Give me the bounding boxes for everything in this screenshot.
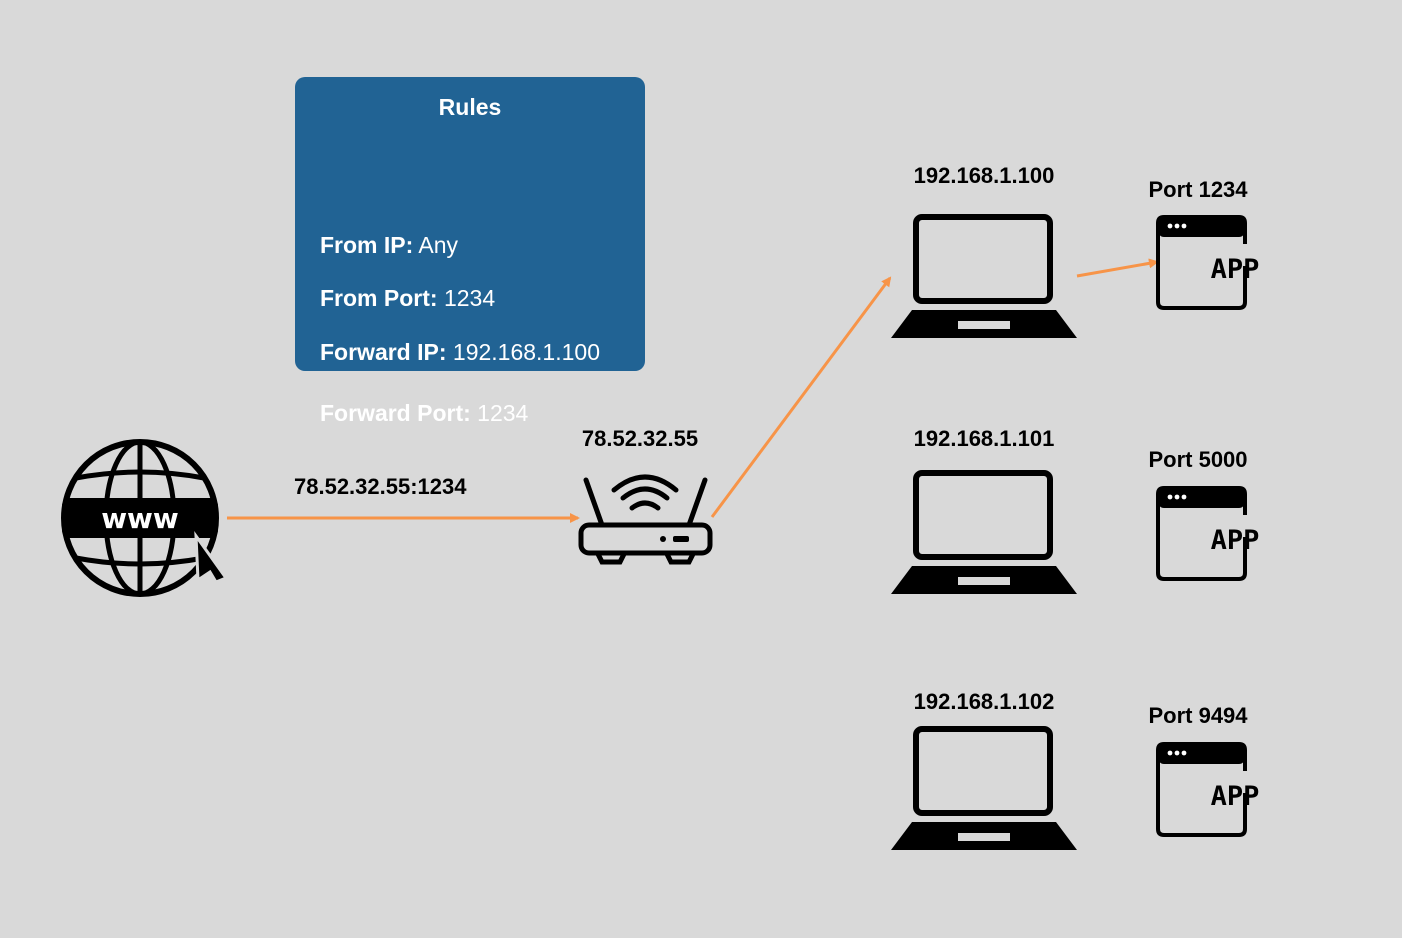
- rule-forward-port: Forward Port: 1234: [320, 400, 528, 427]
- rule-key: Forward IP:: [320, 339, 447, 365]
- app-label: APP: [1211, 525, 1260, 556]
- app-label: APP: [1211, 254, 1260, 285]
- rule-from-ip: From IP: Any: [320, 232, 458, 259]
- rule-key: Forward Port:: [320, 400, 471, 426]
- www-label: www: [101, 502, 179, 535]
- router-ip-label: 78.52.32.55: [581, 426, 699, 451]
- host-1-ip-label: 192.168.1.100: [913, 163, 1055, 188]
- app-window-icon: APP: [1156, 742, 1260, 837]
- host-3-port-label: Port 9494: [1148, 703, 1248, 728]
- globe-www-icon: www: [61, 439, 229, 597]
- laptop-icon: [891, 726, 1077, 850]
- laptop-icon: [891, 214, 1077, 338]
- host-2-ip-label: 192.168.1.101: [913, 426, 1055, 451]
- rule-value: Any: [418, 232, 459, 258]
- app-window-icon: APP: [1156, 215, 1260, 310]
- rule-value: 1234: [443, 285, 496, 311]
- host-1-port-label: Port 1234: [1148, 177, 1248, 202]
- rules-title: Rules: [438, 94, 502, 120]
- app-label: APP: [1211, 781, 1260, 812]
- rule-key: From Port:: [320, 285, 438, 311]
- rules-panel: Rules From IP: Any From Port: 1234 Forwa…: [295, 77, 645, 426]
- rule-from-port: From Port: 1234: [320, 285, 495, 312]
- laptop-icon: [891, 470, 1077, 594]
- router-to-host-arrow: [710, 276, 892, 518]
- router-icon: [578, 474, 713, 565]
- host-3-ip-label: 192.168.1.102: [913, 689, 1055, 714]
- host-2-port-label: Port 5000: [1148, 447, 1248, 472]
- app-window-icon: APP: [1156, 486, 1260, 581]
- request-label: 78.52.32.55:1234: [294, 474, 467, 499]
- host-to-app-arrow: [1076, 258, 1159, 278]
- rule-value: 1234: [477, 400, 529, 426]
- rule-forward-ip: Forward IP: 192.168.1.100: [320, 339, 600, 366]
- rule-value: 192.168.1.100: [452, 339, 600, 365]
- rule-key: From IP:: [320, 232, 414, 258]
